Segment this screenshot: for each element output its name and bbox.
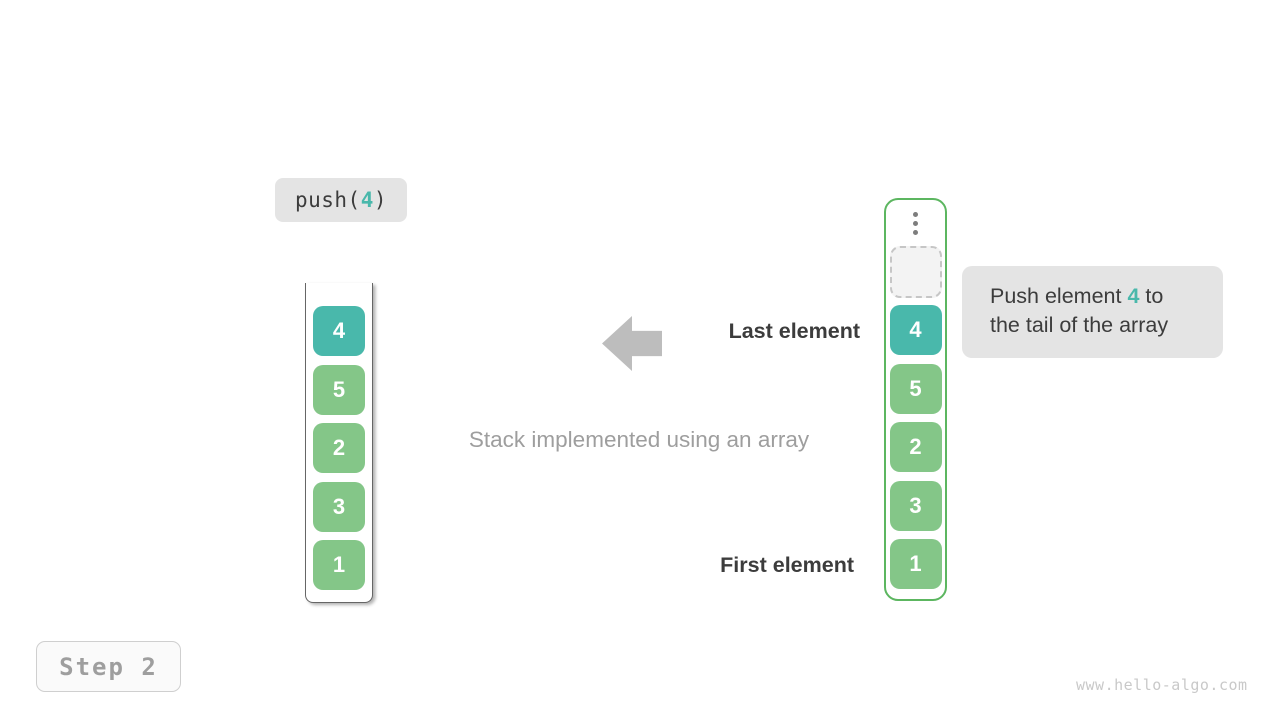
stack-cells: 4 5 2 3 1: [313, 306, 365, 590]
array-cell: 2: [889, 422, 942, 472]
first-element-label: First element: [720, 553, 854, 577]
watermark: www.hello-algo.com: [1076, 676, 1248, 694]
array-cell-tail: 4: [889, 305, 942, 355]
callout-text: Push element: [990, 284, 1128, 308]
dot: [913, 212, 918, 217]
stack-cell-top: 4: [313, 306, 365, 356]
callout-line-1: Push element 4 to: [990, 282, 1223, 311]
array-cells: 4 5 2 3 1: [889, 305, 942, 589]
push-operation-close: ): [373, 188, 388, 212]
diagram-caption: Stack implemented using an array: [468, 427, 810, 452]
step-badge-label: Step 2: [59, 652, 158, 681]
push-operation-text: push(: [294, 188, 361, 212]
array-cell: 5: [889, 363, 942, 414]
stack-cell: 3: [313, 481, 365, 532]
stack-cell-bottom: 1: [313, 540, 365, 590]
callout-text: to: [1139, 284, 1164, 308]
array-container: 4 5 2 3 1: [884, 198, 947, 601]
pushed-value: 4: [360, 188, 374, 212]
callout-value: 4: [1127, 284, 1140, 308]
ellipsis-icon: [913, 212, 918, 235]
stack-cell: 5: [313, 364, 365, 415]
last-element-label: Last element: [728, 319, 860, 343]
step-badge: Step 2: [36, 641, 181, 692]
empty-slot: [889, 246, 942, 298]
dot: [913, 230, 918, 235]
callout-line-2: the tail of the array: [990, 313, 1169, 337]
array-cell: 3: [889, 480, 942, 531]
push-operation-label: push(4): [275, 178, 407, 222]
array-cell-head: 1: [889, 539, 942, 589]
stack-cell: 2: [313, 423, 365, 473]
callout-box: Push element 4 to the tail of the array: [962, 266, 1223, 358]
stack-container: 4 5 2 3 1: [305, 283, 373, 603]
dot: [913, 221, 918, 226]
